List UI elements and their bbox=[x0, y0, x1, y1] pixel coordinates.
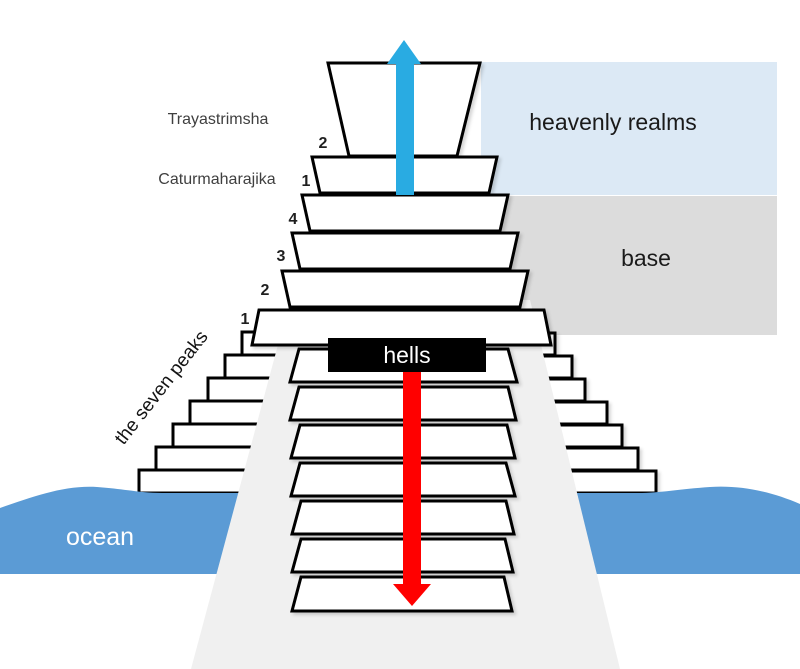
heavenly-realms-box bbox=[481, 62, 777, 195]
trayastrimsha-label: Trayastrimsha bbox=[167, 111, 269, 128]
base-tier-3 bbox=[290, 231, 520, 271]
base-tier-1 bbox=[250, 308, 553, 347]
caturmaharajika-label: Caturmaharajika bbox=[158, 171, 276, 188]
ocean-label: ocean bbox=[65, 523, 135, 551]
tier-number-base-4: 4 bbox=[288, 211, 298, 228]
heavenly-realms-label: heavenly realms bbox=[529, 109, 697, 135]
tier-number-base-1: 1 bbox=[240, 311, 250, 328]
up-arrow-icon bbox=[387, 40, 421, 195]
base-label: base bbox=[621, 245, 671, 271]
tier-number-base-2: 2 bbox=[260, 282, 270, 299]
tier-number-heaven-1: 1 bbox=[301, 173, 311, 190]
hell-layer-slat-6 bbox=[290, 537, 515, 574]
hells-box: hells bbox=[328, 338, 486, 372]
tier-number-base-3: 3 bbox=[276, 248, 286, 265]
base-tier-2 bbox=[280, 269, 530, 309]
down-arrow-icon bbox=[393, 358, 431, 606]
tier-number-heaven-2: 2 bbox=[318, 135, 328, 152]
base-tier-4 bbox=[300, 193, 510, 233]
hells-label: hells bbox=[383, 341, 431, 368]
mountain-tiers bbox=[250, 61, 553, 347]
